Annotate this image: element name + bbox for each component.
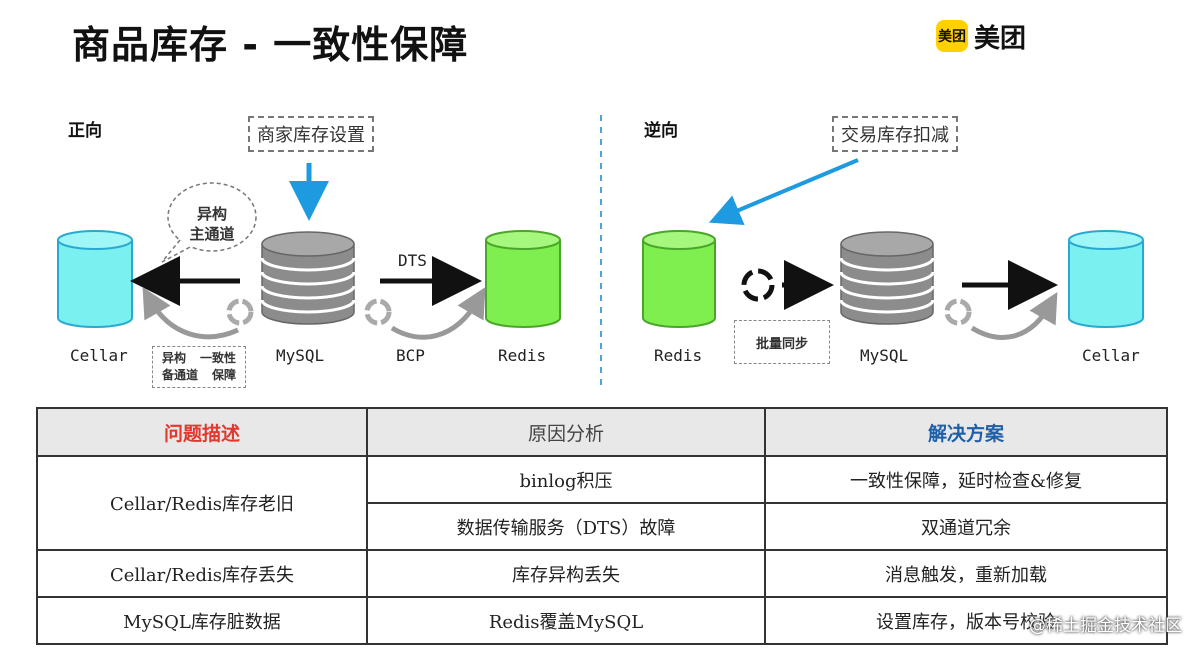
reverse-label: 逆向 (644, 121, 678, 141)
main-channel-bubble-text: 异构 主通道 (172, 204, 252, 244)
main-channel-bubble (167, 182, 257, 252)
backup-line-1b: 一致性 (200, 351, 237, 365)
cellar-cylinder-icon (57, 230, 133, 328)
reverse-cellar-node-label: Cellar (1082, 346, 1140, 365)
trade-deduct-box: 交易库存扣减 (832, 116, 958, 152)
dts-label: DTS (398, 251, 427, 270)
table-row: Cellar/Redis库存丢失 库存异构丢失 消息触发，重新加载 (36, 549, 1168, 598)
reverse-redis-cylinder-icon (642, 230, 716, 328)
watermark: @稀土掘金技术社区 (1029, 616, 1182, 636)
meituan-logo-icon: 美团 (936, 20, 968, 52)
merchant-setting-box: 商家库存设置 (248, 116, 374, 152)
cause-cell: Redis覆盖MySQL (366, 596, 766, 645)
header-solution: 解决方案 (764, 407, 1168, 457)
reverse-backup-arrow (970, 291, 1058, 340)
backup-line-2b: 保障 (212, 368, 237, 382)
cellar-node-label: Cellar (70, 346, 128, 365)
header-cause: 原因分析 (366, 407, 766, 457)
flow-diagram (57, 115, 1144, 388)
reverse-mysql-node-label: MySQL (860, 346, 909, 365)
page-title: 商品库存 - 一致性保障 (72, 23, 469, 67)
recycle-icon (364, 298, 392, 326)
bcp-arrow (390, 287, 486, 340)
redis-cylinder-icon (485, 230, 561, 328)
table-row: MySQL库存脏数据 Redis覆盖MySQL 设置库存，版本号校验 (36, 596, 1168, 645)
table-row: 数据传输服务（DTS）故障 双通道冗余 (37, 502, 1168, 551)
cause-cell: binlog积压 (366, 455, 766, 504)
solution-cell: 消息触发，重新加载 (764, 549, 1168, 598)
cause-cell: 库存异构丢失 (366, 549, 766, 598)
deduct-arrow (708, 158, 859, 226)
backup-line-2a: 备通道 (161, 368, 198, 382)
mysql-node-label: MySQL (276, 346, 325, 365)
mysql-database-icon (260, 231, 356, 325)
solution-cell: 设置库存，版本号校验 (764, 596, 1168, 645)
backup-channel-arrow (142, 286, 240, 340)
problem-cell: Cellar/Redis库存老旧 (36, 455, 368, 551)
consistency-table: 问题描述 原因分析 解决方案 Cellar/Redis库存老旧 binlog积压… (36, 407, 1168, 645)
batch-sync-box: 批量同步 (734, 320, 830, 364)
backup-line-1a: 异构 (161, 351, 186, 365)
recycle-icon (944, 298, 972, 326)
reverse-mysql-database-icon (839, 231, 935, 325)
header-problem: 问题描述 (36, 407, 368, 457)
reverse-redis-node-label: Redis (654, 346, 703, 365)
backup-channel-box: 异构 一致性 备通道 保障 (152, 346, 246, 388)
solution-cell: 双通道冗余 (764, 502, 1168, 551)
solution-cell: 一致性保障，延时检查&修复 (764, 455, 1168, 504)
bubble-line-2: 主通道 (189, 225, 235, 243)
bcp-node-label: BCP (396, 346, 425, 365)
problem-cell: MySQL库存脏数据 (36, 596, 368, 645)
cause-cell: 数据传输服务（DTS）故障 (366, 502, 766, 551)
table-row: Cellar/Redis库存老旧 binlog积压 一致性保障，延时检查&修复 (36, 455, 1168, 551)
reverse-cellar-cylinder-icon (1068, 230, 1144, 328)
problem-cell: Cellar/Redis库存丢失 (36, 549, 368, 598)
forward-label: 正向 (68, 121, 102, 141)
table-header-row: 问题描述 原因分析 解决方案 (36, 407, 1168, 457)
logo-text: 美团 (974, 24, 1027, 54)
batch-sync-recycle-icon (741, 268, 775, 302)
bubble-line-1: 异构 (196, 205, 227, 223)
recycle-icon (226, 298, 254, 326)
redis-node-label: Redis (498, 346, 547, 365)
